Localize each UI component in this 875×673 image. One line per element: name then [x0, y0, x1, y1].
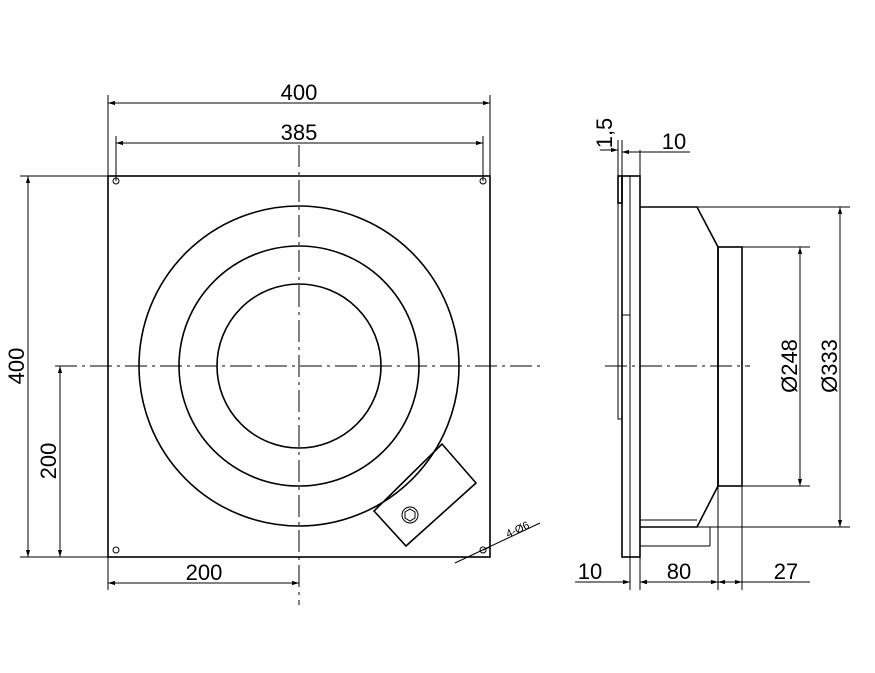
terminal-box [372, 442, 478, 548]
label-hole-callout: 4-Ø6 [504, 520, 531, 541]
label-width-overall: 400 [281, 80, 318, 105]
front-view-dimensions: 400 385 400 200 200 4-Ø6 [4, 80, 541, 590]
label-nozzle-depth: 27 [774, 559, 798, 584]
mounting-hole-bottom-left [112, 546, 120, 554]
label-center-height: 200 [36, 443, 61, 480]
side-view-dimensions: 1,5 10 Ø248 Ø333 10 80 27 [575, 118, 850, 590]
label-hole-spacing: 385 [281, 120, 318, 145]
cable-gland [401, 506, 419, 524]
label-height-overall: 400 [4, 348, 29, 385]
front-view [55, 145, 540, 605]
side-view [605, 175, 750, 558]
label-flange-gap: 10 [662, 129, 686, 154]
label-outer-diameter: Ø333 [817, 339, 842, 393]
label-center-offset: 200 [186, 560, 223, 585]
label-body-depth: 80 [667, 559, 691, 584]
mounting-hole-bottom-right [479, 546, 487, 554]
fan-housing [640, 206, 719, 528]
hole-callout-leader [454, 522, 541, 564]
label-flange-thickness-small: 1,5 [592, 118, 617, 149]
label-bottom-flange: 10 [578, 559, 602, 584]
cable-gland-nut [404, 508, 416, 522]
label-inner-diameter: Ø248 [777, 339, 802, 393]
